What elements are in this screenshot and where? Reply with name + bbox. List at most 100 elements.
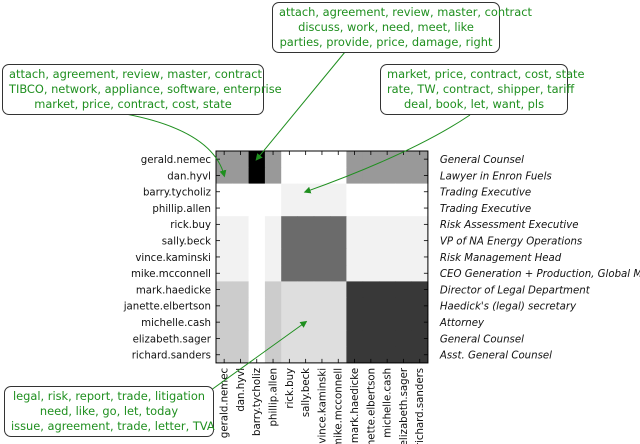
heatmap-cell: [313, 199, 331, 217]
heatmap-cell: [411, 151, 429, 168]
heatmap-cell: [313, 248, 331, 266]
heatmap-cell: [281, 151, 298, 168]
heatmap-cell: [281, 265, 298, 282]
heatmap-cell: [379, 281, 396, 299]
heatmap-cell: [313, 216, 331, 233]
heatmap-cell: [264, 183, 282, 201]
role-label: Risk Management Head: [440, 253, 562, 264]
x-tick-label: elizabeth.sager: [399, 367, 410, 444]
heatmap-cell: [297, 346, 315, 364]
role-label: Director of Legal Department: [440, 285, 591, 296]
heatmap-cell: [264, 248, 282, 266]
heatmap-cell: [248, 297, 266, 315]
heatmap-cell: [297, 314, 315, 331]
heatmap-cell: [264, 167, 282, 184]
heatmap-cell: [395, 314, 412, 331]
heatmap-cell: [346, 151, 364, 168]
heatmap-cell: [395, 151, 412, 168]
heatmap-cell: [362, 265, 380, 282]
heatmap-cell: [232, 346, 249, 364]
heatmap-cell: [362, 297, 380, 315]
heatmap-cell: [346, 346, 364, 364]
heatmap-cell: [232, 183, 249, 201]
heatmap-cell: [248, 232, 266, 250]
y-tick-label: rick.buy: [170, 220, 211, 231]
callout-top-line: attach, agreement, review, master, contr…: [279, 5, 532, 19]
x-tick-label: barry.tycholiz: [252, 368, 263, 436]
x-tick-label: sally.beck: [301, 368, 312, 417]
heatmap-cell: [346, 199, 364, 217]
role-label: Risk Assessment Executive: [440, 220, 579, 231]
x-tick-label: phillip.allen: [269, 368, 280, 427]
heatmap-cell: [313, 297, 331, 315]
heatmap-cell: [313, 330, 331, 347]
heatmap-cell: [395, 216, 412, 233]
y-tick-label: vince.kaminski: [135, 253, 211, 264]
heatmap-cell: [232, 151, 249, 168]
heatmap-cell: [379, 265, 396, 282]
heatmap-cell: [264, 199, 282, 217]
heatmap-cell: [248, 330, 266, 347]
heatmap-cell: [248, 314, 266, 331]
heatmap-cell: [264, 216, 282, 233]
heatmap-cell: [379, 183, 396, 201]
heatmap-cell: [395, 346, 412, 364]
x-tick-label: richard.sanders: [415, 368, 426, 444]
heatmap-cell: [362, 167, 380, 184]
heatmap-cell: [346, 330, 364, 347]
heatmap-cell: [297, 281, 315, 299]
heatmap-cell: [313, 232, 331, 250]
heatmap-cell: [232, 314, 249, 331]
heatmap-cell: [395, 167, 412, 184]
heatmap-cell: [264, 330, 282, 347]
role-label: CEO Generation + Production, Global Mark…: [440, 269, 640, 280]
callout-right-line: market, price, contract, cost, state: [387, 67, 585, 81]
heatmap-cell: [395, 281, 412, 299]
role-label: Lawyer in Enron Fuels: [440, 171, 553, 182]
heatmap-cell: [297, 330, 315, 347]
heatmap-cell: [281, 281, 298, 299]
heatmap-cell: [411, 232, 429, 250]
callout-right-line: deal, book, let, want, pls: [403, 97, 545, 111]
heatmap-cell: [395, 232, 412, 250]
heatmap-cell: [281, 346, 298, 364]
heatmap-cell: [216, 248, 233, 266]
heatmap-cell: [313, 265, 331, 282]
heatmap-cell: [216, 330, 233, 347]
heatmap-cell: [281, 297, 298, 315]
heatmap-cell: [411, 167, 429, 184]
heatmap-cell: [248, 167, 266, 184]
heatmap-cell: [395, 183, 412, 201]
heatmap-cell: [264, 232, 282, 250]
heatmap-cell: [362, 314, 380, 331]
heatmap-cell: [216, 297, 233, 315]
heatmap-cell: [379, 167, 396, 184]
role-label: General Counsel: [440, 155, 524, 166]
heatmap-cell: [264, 281, 282, 299]
heatmap-cell: [411, 281, 429, 299]
heatmap-cell: [297, 167, 315, 184]
heatmap-cell: [346, 281, 364, 299]
y-tick-label: elizabeth.sager: [133, 334, 212, 345]
y-tick-label: phillip.allen: [152, 204, 211, 215]
heatmap-cell: [395, 297, 412, 315]
heatmap-cell: [297, 232, 315, 250]
callout-left: attach, agreement, review, master, contr…: [2, 64, 282, 115]
heatmap-cell: [362, 330, 380, 347]
heatmap-cell: [411, 330, 429, 347]
callout-bottom-line: legal, risk, report, trade, litigation: [12, 389, 206, 403]
role-label: Haedick's (legal) secretary: [440, 302, 577, 313]
heatmap-cell: [330, 297, 347, 315]
heatmap-cell: [330, 167, 347, 184]
heatmap-cell: [411, 265, 429, 282]
heatmap-cell: [281, 216, 298, 233]
heatmap-cell: [248, 216, 266, 233]
heatmap-cell: [411, 183, 429, 201]
heatmap-cell: [330, 330, 347, 347]
role-label: VP of NA Energy Operations: [440, 236, 583, 247]
heatmap-cell: [379, 199, 396, 217]
heatmap-cell: [232, 216, 249, 233]
heatmap-cell: [216, 216, 233, 233]
y-tick-label: mark.haedicke: [136, 285, 211, 296]
